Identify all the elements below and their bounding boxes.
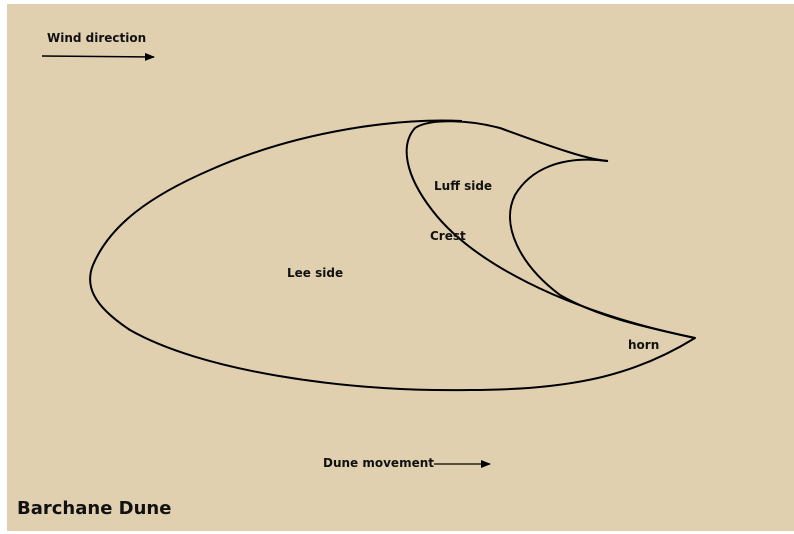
horn-label: horn: [628, 338, 660, 352]
wind-direction-arrow: [41, 52, 155, 61]
wind-direction-label: Wind direction: [47, 31, 147, 45]
sand-background-panel: [7, 4, 794, 531]
dune-outline: [89, 119, 696, 392]
crest-label: Crest: [430, 229, 466, 243]
diagram-title: Barchane Dune: [17, 498, 172, 519]
luff-side-label: Luff side: [434, 179, 493, 193]
lee-side-label: Lee side: [287, 266, 344, 280]
luff-face-outline: [509, 158, 696, 339]
dune-movement-label: Dune movement: [323, 456, 434, 470]
